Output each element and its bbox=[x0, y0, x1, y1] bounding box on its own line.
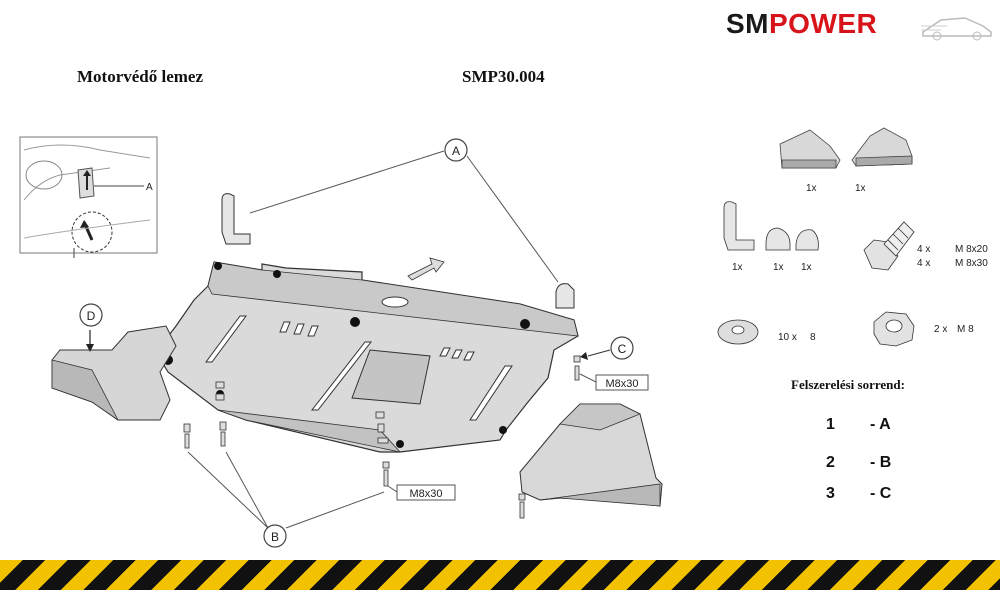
bolt-label-bottom: M8x30 bbox=[409, 488, 442, 500]
callout-a-circle bbox=[444, 138, 468, 162]
part-side-guard-right bbox=[851, 127, 913, 167]
install-step-1-label: - A bbox=[870, 416, 891, 433]
install-step-2-num: 2 bbox=[826, 454, 835, 471]
bolt-qty-1: 4 x bbox=[917, 244, 931, 255]
callout-d-circle bbox=[79, 303, 103, 327]
hazard-stripe bbox=[0, 560, 1000, 590]
qty-clip-left: 1x bbox=[773, 262, 784, 273]
inset-detail bbox=[19, 136, 158, 258]
qty-clip-right: 1x bbox=[801, 262, 812, 273]
bolt-spec-1: M 8x20 bbox=[955, 244, 988, 255]
product-code: SMP30.004 bbox=[462, 67, 545, 86]
part-bracket bbox=[723, 201, 755, 251]
install-step-3-label: - C bbox=[870, 485, 892, 502]
qty-side-guard-right: 1x bbox=[855, 183, 866, 194]
logo-text-sm: SM bbox=[726, 8, 769, 39]
install-step-3-num: 3 bbox=[826, 485, 835, 502]
callout-b-label: B bbox=[271, 530, 279, 544]
part-bolt bbox=[863, 221, 915, 271]
part-side-guard-left bbox=[779, 129, 841, 169]
assembly-diagram: A A D bbox=[19, 127, 915, 548]
part-clip-left bbox=[765, 227, 791, 251]
washer-spec: 8 bbox=[810, 332, 816, 343]
part-clip-right bbox=[795, 229, 819, 251]
bolt-label-right: M8x30 bbox=[605, 378, 638, 390]
product-name: Motorvédő lemez bbox=[77, 67, 204, 86]
nut-spec: M 8 bbox=[957, 324, 974, 335]
install-order-heading: Felszerelési sorrend: bbox=[791, 377, 905, 392]
part-nut bbox=[873, 311, 915, 347]
part-washer bbox=[717, 319, 759, 345]
qty-bracket: 1x bbox=[732, 262, 743, 273]
qty-side-guard-left: 1x bbox=[806, 183, 817, 194]
nut-qty: 2 x bbox=[934, 324, 948, 335]
car-silhouette-icon bbox=[921, 17, 992, 41]
bolt-qty-2: 4 x bbox=[917, 258, 931, 269]
callout-a-label: A bbox=[452, 144, 460, 158]
skid-plate bbox=[155, 261, 579, 453]
callout-d-label: D bbox=[87, 309, 96, 323]
logo-text-power: POWER bbox=[769, 8, 878, 39]
bolt-spec-2: M 8x30 bbox=[955, 258, 988, 269]
washer-qty: 10 x bbox=[778, 332, 797, 343]
inset-callout-a: A bbox=[146, 182, 153, 193]
callout-c-circle bbox=[610, 336, 634, 360]
install-step-1-num: 1 bbox=[826, 416, 835, 433]
callout-b-circle bbox=[263, 524, 287, 548]
callout-c-label: C bbox=[618, 342, 627, 356]
smpower-logo: SMPOWER bbox=[726, 8, 996, 44]
install-step-2-label: - B bbox=[870, 454, 892, 471]
